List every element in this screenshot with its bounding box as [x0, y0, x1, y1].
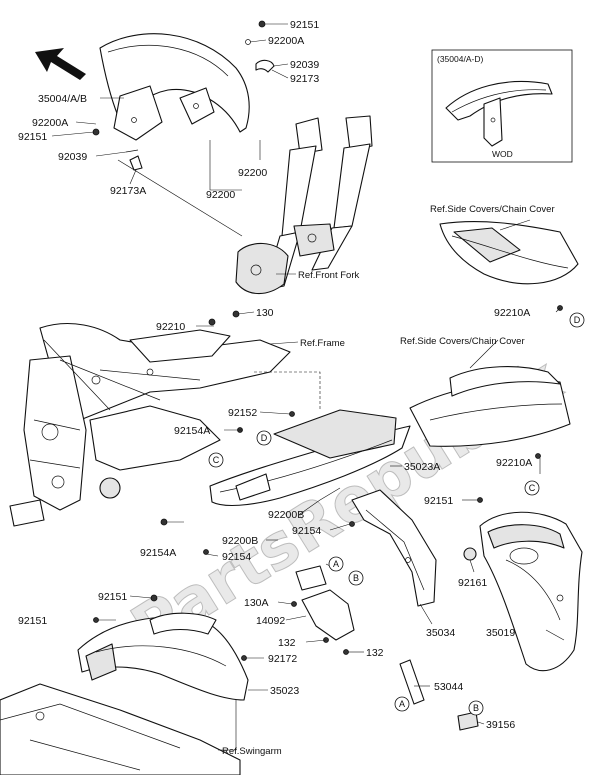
side-cover-rear [409, 366, 571, 447]
label-92151-left: 92151 [18, 131, 47, 143]
part-labels: 92151 92200A 92039 92173 35004/A/B 92200… [18, 19, 555, 757]
clamp-92039-top [255, 59, 275, 73]
callout-b-mid: B [348, 570, 364, 586]
svg-text:C: C [213, 455, 220, 465]
ref-swingarm: Ref.Swingarm [222, 746, 282, 757]
label-92200-a: 92200 [238, 167, 267, 179]
label-92200A-top: 92200A [268, 35, 304, 47]
label-92200B-b: 92200B [222, 535, 258, 547]
label-35023: 35023 [270, 685, 299, 697]
ref-side-covers-2: Ref.Side Covers/Chain Cover [400, 336, 525, 347]
label-92210A-mid: 92210A [496, 457, 532, 469]
label-92151-bottom: 92151 [98, 591, 127, 603]
ref-frame: Ref.Frame [300, 338, 345, 349]
washer-92200A-top [245, 39, 251, 45]
bolt-92151-top [258, 20, 266, 28]
leader-lines [51, 23, 565, 751]
rubber-92161 [463, 547, 477, 561]
label-92152: 92152 [228, 407, 257, 419]
label-14092: 14092 [256, 615, 285, 627]
label-35023A: 35023A [404, 461, 440, 473]
label-92200-b: 92200 [206, 189, 235, 201]
label-92154-a: 92154 [292, 525, 321, 537]
lower-cover-35023 [77, 612, 249, 701]
label-92151-top: 92151 [290, 19, 319, 31]
callout-c-right: C [524, 480, 540, 496]
inset-caption: WOD [492, 149, 513, 159]
clamp-92039-left [125, 149, 139, 153]
label-92172: 92172 [268, 653, 297, 665]
label-132-a: 132 [278, 637, 296, 649]
bracket-14092 [295, 565, 355, 641]
svg-text:A: A [333, 559, 339, 569]
label-35019: 35019 [486, 627, 515, 639]
svg-text:B: B [353, 573, 359, 583]
label-92039-top: 92039 [290, 59, 319, 71]
callout-c-left: C [208, 452, 224, 468]
label-92151-mid: 92151 [424, 495, 453, 507]
callout-d-top: D [569, 312, 585, 328]
label-92210A-top: 92210A [494, 307, 530, 319]
label-92210: 92210 [156, 321, 185, 333]
rear-cover-35023A [209, 409, 411, 506]
rear-fender-35019 [479, 511, 583, 672]
label-53044: 53044 [434, 681, 463, 693]
label-92200A-left: 92200A [32, 117, 68, 129]
bracket-35034 [351, 489, 437, 607]
label-130: 130 [256, 307, 274, 319]
label-92154A-bottom: 92154A [140, 547, 176, 559]
swingarm [0, 683, 241, 775]
label-132-b: 132 [366, 647, 384, 659]
label-130A: 130A [244, 597, 269, 609]
label-92039-left: 92039 [58, 151, 87, 163]
svg-text:B: B [473, 703, 479, 713]
svg-text:D: D [574, 315, 581, 325]
callout-b-bottom: B [468, 700, 484, 716]
label-92200B-a: 92200B [268, 509, 304, 521]
ref-side-covers-1: Ref.Side Covers/Chain Cover [430, 204, 555, 215]
ref-front-fork: Ref.Front Fork [298, 270, 359, 281]
callout-d-mid: D [256, 430, 272, 446]
label-92161: 92161 [458, 577, 487, 589]
label-35004AB: 35004/A/B [38, 93, 87, 105]
svg-text:C: C [529, 483, 536, 493]
callout-a-mid: A [328, 556, 344, 572]
label-92173A: 92173A [110, 185, 146, 197]
frame [9, 322, 291, 527]
front-fork [235, 115, 373, 295]
label-35034: 35034 [426, 627, 455, 639]
label-92173: 92173 [290, 73, 319, 85]
label-39156: 39156 [486, 719, 515, 731]
svg-text:A: A [399, 699, 405, 709]
inset-box: (35004/A-D) WOD [431, 49, 573, 163]
svg-text:D: D [261, 433, 268, 443]
label-92154A-top: 92154A [174, 425, 210, 437]
side-cover-front [439, 221, 579, 285]
clamp-92173A [129, 155, 143, 171]
label-92154-b: 92154 [222, 551, 251, 563]
front-fender [99, 33, 250, 141]
inset-fender-illustration [445, 80, 553, 147]
label-39156 [457, 711, 479, 731]
label-92151-left-bottom: 92151 [18, 615, 47, 627]
front-direction-arrow-icon [35, 48, 86, 80]
inset-code: (35004/A-D) [437, 54, 483, 64]
callout-a-bottom: A [394, 696, 410, 712]
strap-53044 [399, 659, 425, 705]
